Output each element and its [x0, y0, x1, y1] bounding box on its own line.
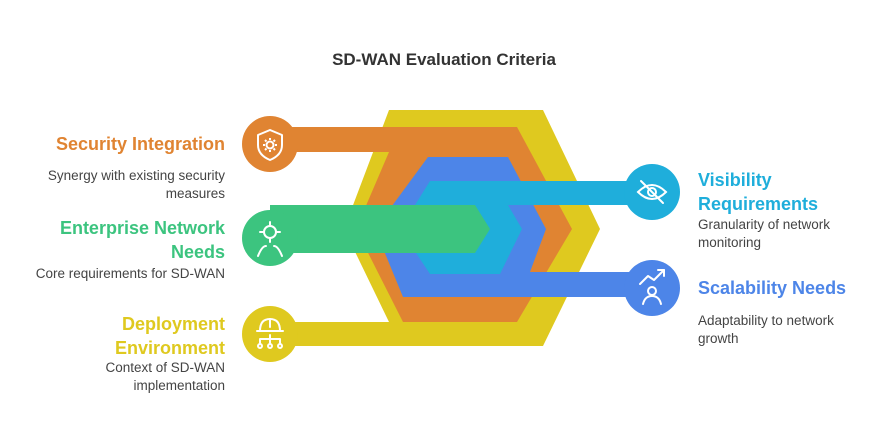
hardhat-network-icon	[256, 317, 284, 349]
security-node	[242, 116, 298, 172]
visibility-description: Granularity of network monitoring	[698, 217, 831, 250]
page-title: SD-WAN Evaluation Criteria	[332, 50, 556, 69]
security-description: Synergy with existing security measures	[47, 168, 225, 201]
scalability-node	[624, 260, 680, 316]
growth-person-icon	[639, 269, 665, 305]
target-person-icon	[257, 221, 283, 257]
scalability-description: Adaptability to network growth	[698, 313, 834, 346]
shield-gear-icon	[257, 129, 283, 161]
deployment-node	[242, 306, 298, 362]
enterprise-label: Enterprise Network Needs	[59, 218, 225, 262]
deployment-label: Deployment Environment	[114, 314, 225, 358]
enterprise-node	[242, 210, 298, 266]
enterprise-description: Core requirements for SD-WAN	[35, 266, 225, 281]
visibility-label: Visibility Requirements	[698, 170, 819, 214]
visibility-node	[624, 164, 680, 220]
eye-icon	[636, 180, 668, 204]
deployment-description: Context of SD-WAN implementation	[105, 360, 225, 393]
scalability-label: Scalability Needs	[698, 278, 847, 298]
enterprise-band-body	[440, 205, 488, 253]
security-label: Security Integration	[55, 134, 225, 154]
enterprise-band	[270, 205, 490, 253]
